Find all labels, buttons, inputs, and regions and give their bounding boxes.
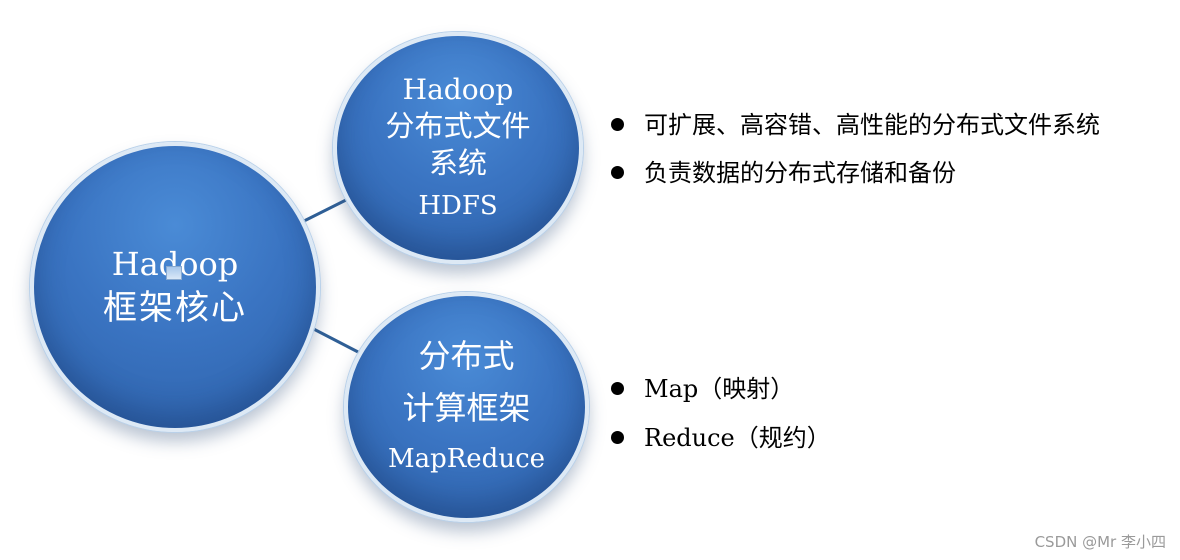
watermark: CSDN @Mr 李小四 [1034,533,1166,551]
mapreduce-bullet-list: Map（映射） Reduce（规约） [611,370,831,468]
bullet-dot-icon [611,382,624,395]
image-placeholder-icon [166,266,182,280]
core-title-line2: 框架核心 [103,288,247,328]
mapreduce-line2: 计算框架 [402,389,531,427]
bullet-dot-icon [611,431,624,444]
hdfs-bullet-text: 负责数据的分布式存储和备份 [644,159,956,187]
hdfs-line3: 系统 [428,146,487,180]
mapreduce-bullet-text: Map（映射） [644,375,795,403]
hdfs-bullet-list: 可扩展、高容错、高性能的分布式文件系统 负责数据的分布式存储和备份 [611,106,1100,202]
mapreduce-bullet-text: Reduce（规约） [644,424,831,452]
bullet-dot-icon [611,166,624,179]
list-item: 可扩展、高容错、高性能的分布式文件系统 [611,106,1100,154]
hdfs-bullet-text: 可扩展、高容错、高性能的分布式文件系统 [644,111,1100,139]
list-item: Reduce（规约） [611,419,831,468]
list-item: Map（映射） [611,370,831,419]
mapreduce-line3: MapReduce [387,444,546,474]
mapreduce-circle: 分布式 计算框架 MapReduce [344,292,589,522]
mapreduce-line1: 分布式 [418,337,515,375]
hadoop-core-circle: Hadoop 框架核心 [30,142,320,432]
hdfs-line2: 分布式文件 [385,109,531,143]
hdfs-line1: Hadoop [402,73,514,106]
hdfs-line4: HDFS [418,191,498,221]
hdfs-circle: Hadoop 分布式文件 系统 HDFS [333,32,583,264]
list-item: 负责数据的分布式存储和备份 [611,154,1100,202]
bullet-dot-icon [611,118,624,131]
